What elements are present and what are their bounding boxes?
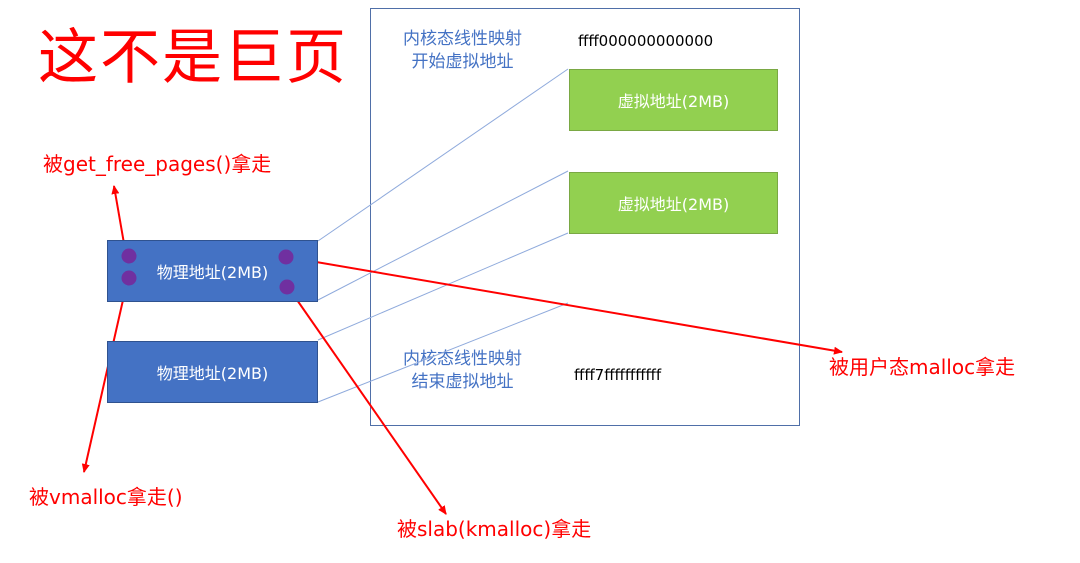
- virtual-block-2: 虚拟地址(2MB): [569, 172, 778, 234]
- physical-block-1-label: 物理地址(2MB): [156, 263, 269, 282]
- mapping-line-3: [317, 232, 569, 341]
- virtual-block-2-label: 虚拟地址(2MB): [617, 195, 730, 214]
- physical-block-2-label: 物理地址(2MB): [156, 364, 269, 383]
- callout-vmalloc: 被vmalloc拿走(): [29, 485, 183, 509]
- region-start-caption: 内核态线性映射 开始虚拟地址: [403, 28, 522, 74]
- arrow-user-malloc: [286, 256, 843, 355]
- mapping-line-1: [317, 68, 569, 242]
- arrow-slab: [287, 286, 447, 515]
- callout-slab: 被slab(kmalloc)拿走: [397, 517, 592, 541]
- virtual-block-1-label: 虚拟地址(2MB): [617, 92, 730, 111]
- dot-slab: [279, 279, 295, 295]
- region-end-caption: 内核态线性映射 结束虚拟地址: [403, 348, 522, 394]
- mapping-line-2: [317, 170, 569, 301]
- region-end-caption-line1: 内核态线性映射: [403, 349, 522, 369]
- callout-get-free-pages: 被get_free_pages()拿走: [43, 152, 272, 176]
- region-start-address: ffff000000000000: [578, 32, 714, 50]
- arrow-vmalloc: [81, 277, 129, 473]
- region-start-caption-line2: 开始虚拟地址: [411, 52, 514, 72]
- page-title: 这不是巨页: [38, 23, 348, 93]
- virtual-block-1: 虚拟地址(2MB): [569, 69, 778, 131]
- callout-user-malloc: 被用户态malloc拿走: [829, 355, 1016, 379]
- region-end-address: ffff7fffffffffff: [574, 366, 662, 384]
- mapping-line-4: [317, 302, 569, 403]
- region-start-caption-line1: 内核态线性映射: [403, 29, 522, 49]
- dot-get-free-pages: [121, 248, 137, 264]
- physical-block-2: 物理地址(2MB): [107, 341, 318, 403]
- dot-vmalloc: [121, 270, 137, 286]
- kernel-linear-map-region: [370, 8, 800, 426]
- region-end-caption-line2: 结束虚拟地址: [411, 372, 514, 392]
- dot-user-malloc: [278, 249, 294, 265]
